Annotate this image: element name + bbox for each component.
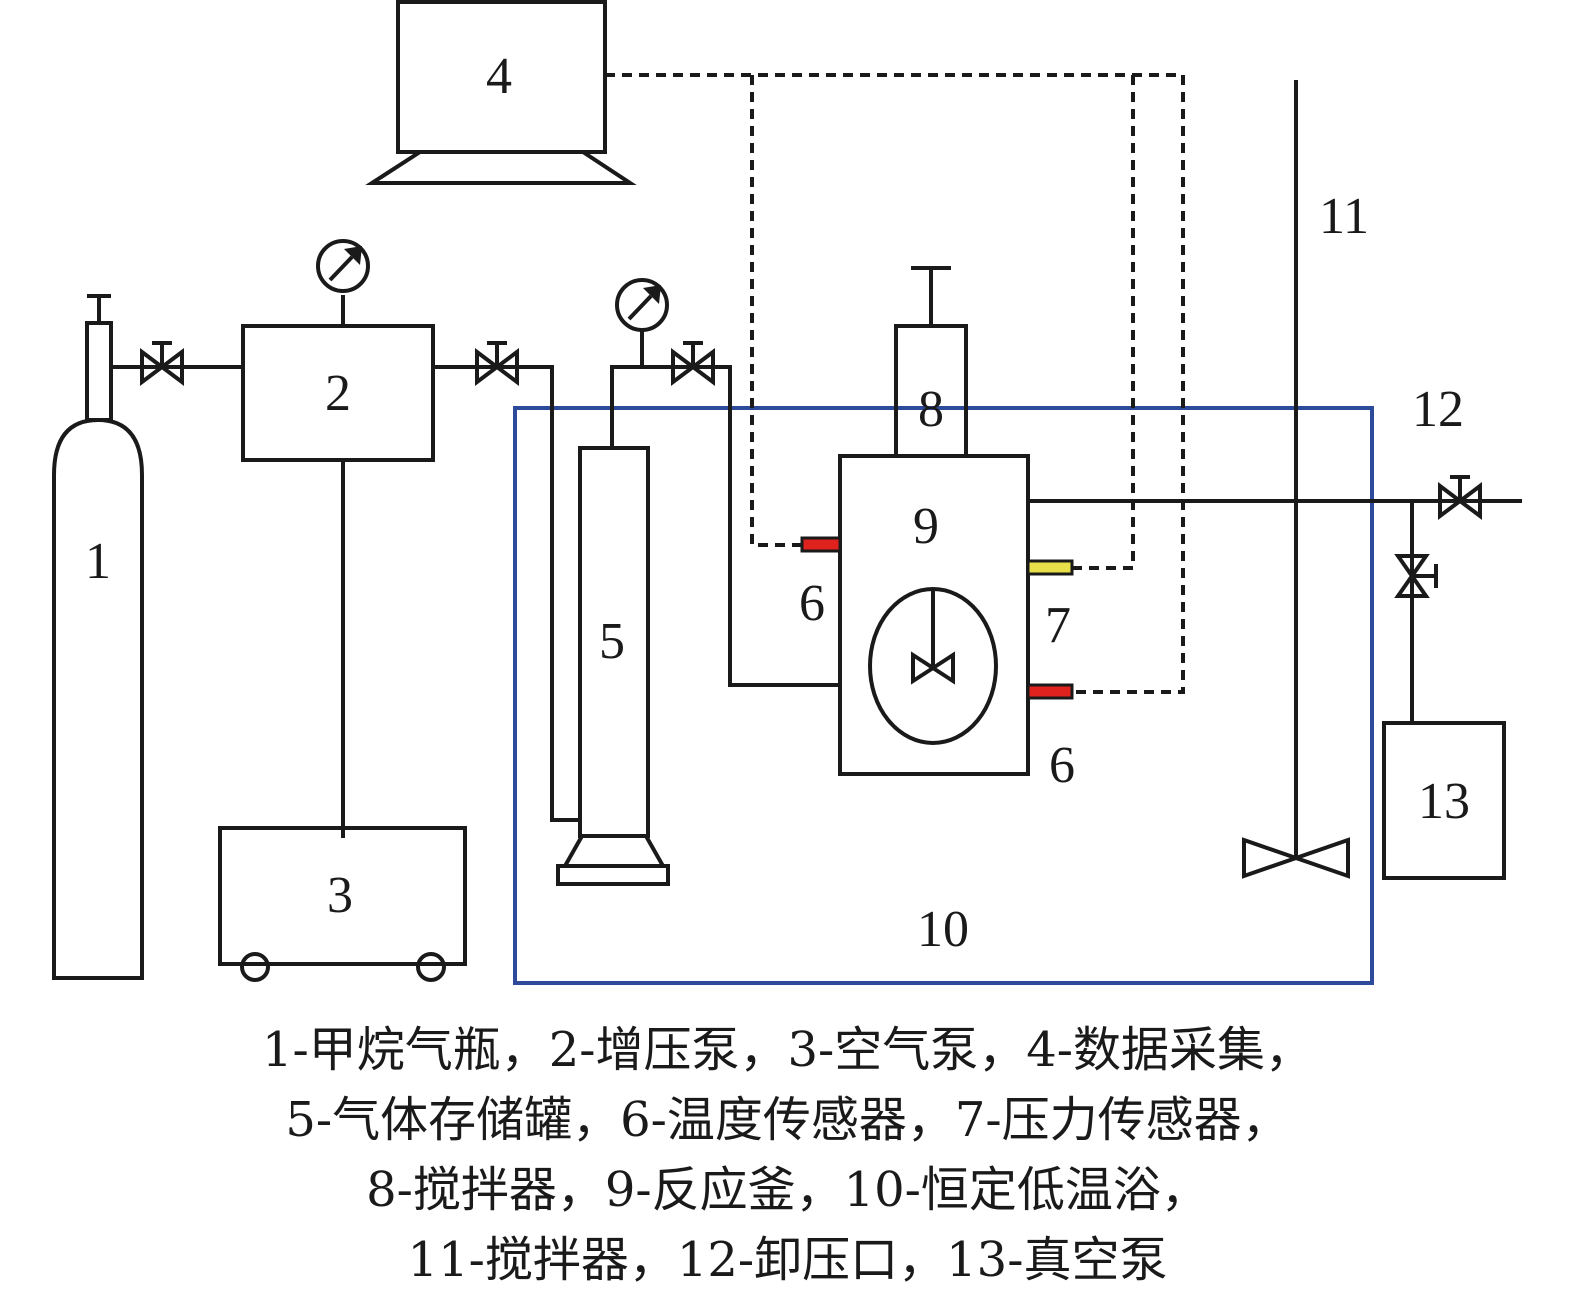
legend-line: 1-甲烷气瓶，2-增压泵，3-空气泵，4-数据采集， bbox=[261, 1022, 1314, 1078]
low-temperature-bath bbox=[513, 406, 1374, 985]
legend-line: 11-搅拌器，12-卸压口，13-真空泵 bbox=[407, 1232, 1168, 1288]
bath-stirrer bbox=[1242, 80, 1350, 879]
air-pump bbox=[218, 826, 467, 982]
valve-vacuum bbox=[1394, 554, 1438, 598]
legend-line: 5-气体存储罐，6-温度传感器，7-压力传感器， bbox=[285, 1092, 1290, 1148]
signal-lines bbox=[605, 73, 1185, 694]
methane-cylinder bbox=[52, 294, 144, 980]
label-12: 12 bbox=[1412, 381, 1464, 438]
temperature-sensor-right bbox=[1026, 683, 1074, 700]
label-10: 10 bbox=[917, 901, 969, 958]
legend-caption: 1-甲烷气瓶，2-增压泵，3-空气泵，4-数据采集， 5-气体存储罐，6-温度传… bbox=[0, 1015, 1575, 1295]
label-11: 11 bbox=[1319, 188, 1369, 245]
pressure-sensor bbox=[1026, 559, 1074, 576]
label-1: 1 bbox=[85, 533, 111, 590]
valve-2 bbox=[475, 341, 519, 386]
label-3: 3 bbox=[327, 867, 353, 924]
valve-relief bbox=[1438, 475, 1482, 520]
label-8: 8 bbox=[918, 381, 944, 438]
legend-line: 8-搅拌器，9-反应釜，10-恒定低温浴， bbox=[366, 1162, 1209, 1218]
label-6-right: 6 bbox=[1049, 737, 1075, 794]
valve-3 bbox=[671, 341, 715, 386]
label-2: 2 bbox=[325, 365, 351, 422]
reactor bbox=[838, 454, 1030, 776]
label-5: 5 bbox=[599, 613, 625, 670]
vacuum-pump bbox=[1382, 721, 1506, 880]
label-9: 9 bbox=[913, 498, 939, 555]
label-6-left: 6 bbox=[799, 575, 825, 632]
gas-storage-tank bbox=[556, 278, 840, 886]
label-13: 13 bbox=[1418, 773, 1470, 830]
label-4: 4 bbox=[486, 48, 512, 105]
valve-1 bbox=[140, 341, 184, 386]
booster-pump bbox=[241, 239, 435, 462]
temperature-sensor-left bbox=[800, 536, 842, 553]
label-7: 7 bbox=[1045, 597, 1071, 654]
apparatus-diagram: 1 2 3 4 5 6 6 7 8 9 10 11 12 13 bbox=[52, 0, 1522, 985]
